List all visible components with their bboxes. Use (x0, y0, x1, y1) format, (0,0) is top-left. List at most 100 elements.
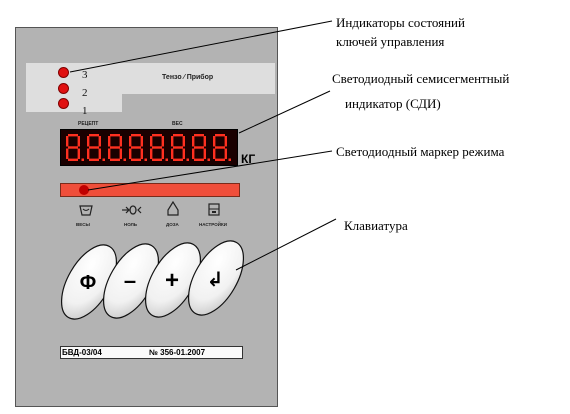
digit-5-segment-7 (161, 148, 164, 159)
digit-2-segment-7 (98, 148, 101, 159)
scale-icon (79, 205, 93, 216)
digit-1-segment-6 (66, 148, 69, 159)
led-number-1: 1 (82, 105, 88, 117)
digit-5-segment-3 (152, 158, 162, 161)
digit-3-segment-1 (110, 134, 120, 137)
status-led-2 (58, 83, 69, 94)
digit-1-segment-3 (68, 158, 78, 161)
digit-7-segment-6 (192, 148, 195, 159)
digit-8-segment-4 (213, 136, 216, 147)
digit-2-segment-5 (98, 136, 101, 147)
key-label-dose: ДОЗА (166, 222, 179, 227)
callout-leds-line2: ключей управления (336, 34, 445, 49)
digit-4-segment-7 (140, 148, 143, 159)
key-enter-label: ↲ (207, 267, 224, 291)
digit-2-decimal-point (102, 158, 105, 161)
callout-line-display (238, 90, 331, 134)
digit-3-segment-2 (110, 146, 120, 149)
status-led-3 (58, 67, 69, 78)
digit-6-segment-1 (173, 134, 183, 137)
unit-label: КГ (241, 152, 256, 166)
led-number-2: 2 (82, 87, 88, 99)
settings-icon (208, 203, 220, 216)
callout-line-leds (69, 20, 333, 73)
key-plus-button[interactable]: + (134, 234, 211, 326)
digit-1-segment-7 (77, 148, 80, 159)
digit-6-segment-7 (182, 148, 185, 159)
digit-6-segment-3 (173, 158, 183, 161)
digit-8-segment-7 (224, 148, 227, 159)
digit-3-segment-7 (119, 148, 122, 159)
digit-1-segment-5 (77, 136, 80, 147)
digit-5-segment-6 (150, 148, 153, 159)
seven-segment-display (60, 129, 238, 166)
callout-leds-line1: Индикаторы состояний (336, 15, 465, 30)
digit-8-segment-3 (215, 158, 225, 161)
digit-7-segment-1 (194, 134, 204, 137)
mode-marker-bar (60, 183, 240, 197)
digit-4-segment-5 (140, 136, 143, 147)
nameplate-model: БВД-03/04 (62, 348, 102, 357)
digit-2-segment-2 (89, 146, 99, 149)
digit-6-decimal-point (186, 158, 189, 161)
top-strip-extension (26, 94, 122, 112)
digit-6-segment-5 (182, 136, 185, 147)
callout-line-mode (87, 150, 333, 191)
digit-8-decimal-point (228, 158, 231, 161)
display-label-recipe: РЕЦЕПТ (78, 121, 99, 127)
digit-7-segment-2 (194, 146, 204, 149)
digit-2-segment-3 (89, 158, 99, 161)
seven-segment-digits (66, 134, 231, 161)
digit-4-segment-4 (129, 136, 132, 147)
callout-keyboard: Клавиатура (344, 218, 408, 233)
digit-7-segment-7 (203, 148, 206, 159)
digit-2-segment-6 (87, 148, 90, 159)
digit-6-segment-6 (171, 148, 174, 159)
digit-7-segment-5 (203, 136, 206, 147)
digit-8-segment-2 (215, 146, 225, 149)
digit-2-segment-4 (87, 136, 90, 147)
digit-4-segment-1 (131, 134, 141, 137)
digit-5-segment-4 (150, 136, 153, 147)
display-label-weight: ВЕС (172, 121, 183, 127)
digit-6-segment-2 (173, 146, 183, 149)
key-plus-label: + (165, 267, 179, 294)
key-label-scale: ВЕСЫ (76, 222, 90, 227)
led-number-3: 3 (82, 69, 88, 81)
digit-5-segment-5 (161, 136, 164, 147)
digit-3-segment-3 (110, 158, 120, 161)
digit-8-segment-6 (213, 148, 216, 159)
nameplate-number: № 356-01.2007 (149, 348, 206, 357)
key-minus-label: – (124, 268, 136, 293)
zero-icon (122, 205, 142, 215)
mode-marker-led (79, 185, 89, 195)
dose-icon (167, 201, 179, 216)
digit-5-segment-2 (152, 146, 162, 149)
digit-3-segment-6 (108, 148, 111, 159)
digit-5-decimal-point (165, 158, 168, 161)
digit-8-segment-1 (215, 134, 225, 137)
digit-4-decimal-point (144, 158, 147, 161)
digit-1-decimal-point (81, 158, 84, 161)
status-led-1 (58, 98, 69, 109)
digit-4-segment-6 (129, 148, 132, 159)
key-enter-button[interactable]: ↲ (177, 232, 254, 324)
digit-4-segment-3 (131, 158, 141, 161)
key-label-zero: НОЛЬ (124, 222, 138, 227)
nameplate (60, 346, 243, 359)
key-phi-label: Φ (80, 272, 96, 294)
key-label-settings: НАСТРОЙКИ (199, 222, 227, 227)
digit-4-segment-2 (131, 146, 141, 149)
digit-6-segment-4 (171, 136, 174, 147)
digit-1-segment-2 (68, 146, 78, 149)
digit-5-segment-1 (152, 134, 162, 137)
digit-8-segment-5 (224, 136, 227, 147)
digit-3-segment-5 (119, 136, 122, 147)
key-minus-button[interactable]: – (92, 235, 169, 327)
digit-7-segment-4 (192, 136, 195, 147)
callout-mode-marker: Светодиодный маркер режима (336, 144, 505, 159)
digit-1-segment-1 (68, 134, 78, 137)
callout-display-line1: Светодиодный семисегментный (332, 71, 510, 86)
